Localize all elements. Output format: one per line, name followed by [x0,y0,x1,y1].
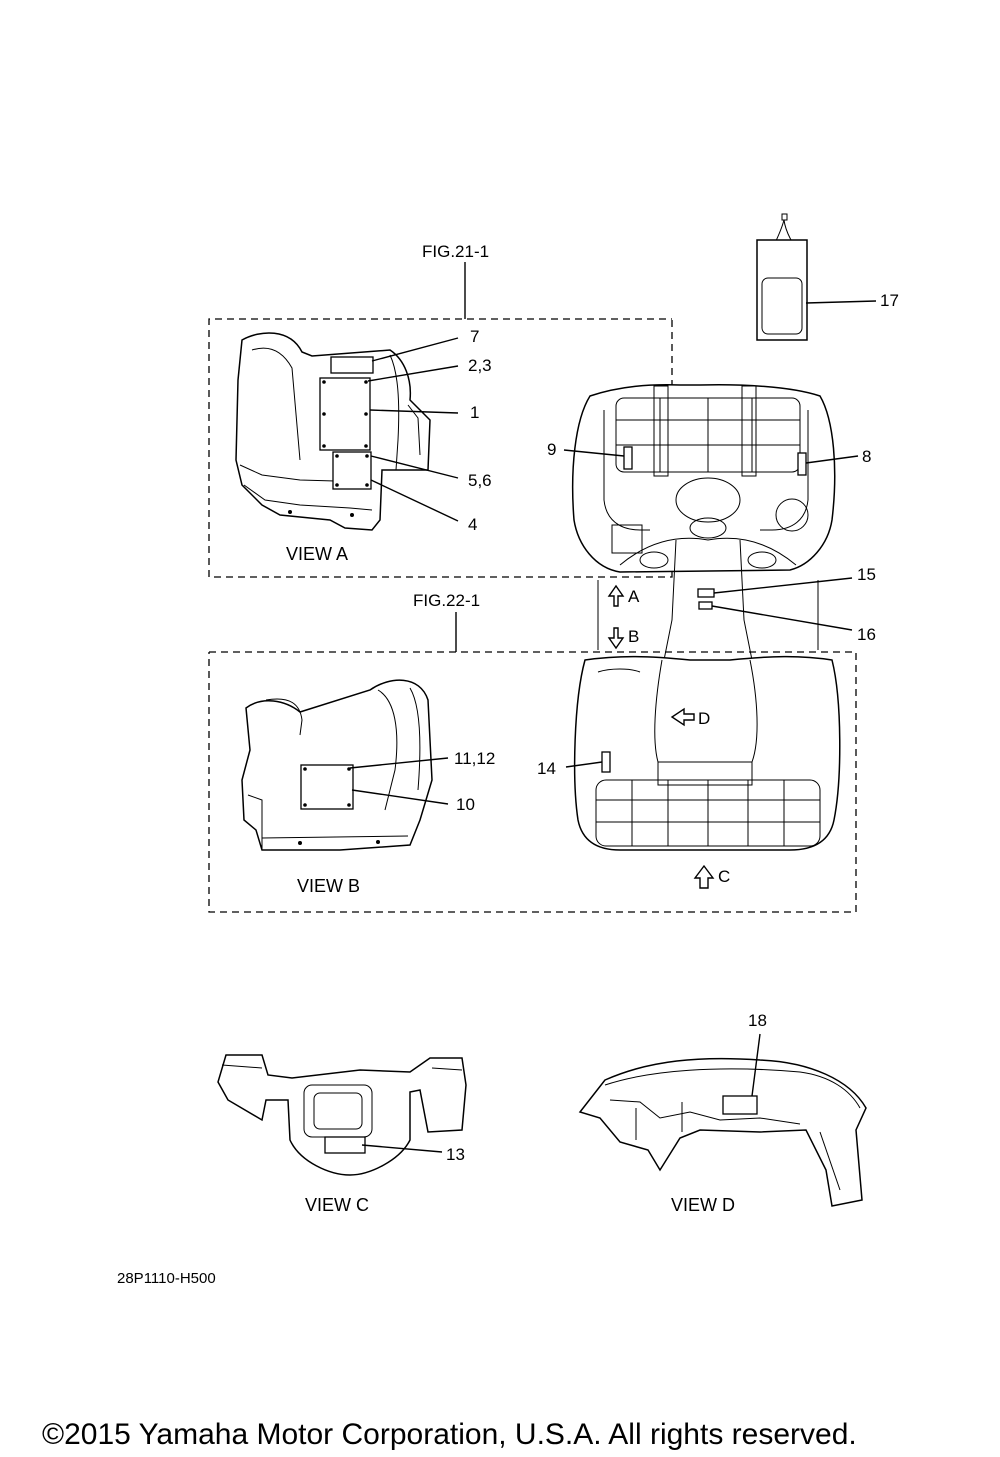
label-18[interactable] [722,1095,758,1115]
callout-8[interactable]: 8 [862,447,871,466]
view-c-cover-drawing [217,1054,467,1176]
hang-tag-drawing [756,213,808,341]
callout-2-3[interactable]: 2,3 [468,356,492,375]
view-a-fender-drawing [235,332,431,531]
view-arrow-c: C [693,864,730,889]
svg-text:D: D [698,709,710,728]
fig21-ref-label[interactable]: FIG.21-1 [422,242,489,261]
label-9[interactable] [623,446,633,470]
view-d-label: VIEW D [671,1195,735,1215]
callout-7[interactable]: 7 [470,327,479,346]
callout-17[interactable]: 17 [880,291,899,310]
callout-1[interactable]: 1 [470,403,479,422]
view-d-frame-drawing [578,1057,867,1207]
atv-top-view-drawing [571,384,841,851]
callout-10[interactable]: 10 [456,795,475,814]
callout-16[interactable]: 16 [857,625,876,644]
fig22-ref-label[interactable]: FIG.22-1 [413,591,480,610]
fig22-boundary [208,651,857,913]
svg-text:B: B [628,627,639,646]
callout-11-12[interactable]: 11,12 [454,749,495,768]
copyright-notice: ©2015 Yamaha Motor Corporation, U.S.A. A… [42,1418,857,1451]
label-10[interactable] [300,764,354,810]
callout-5-6[interactable]: 5,6 [468,471,492,490]
label-1[interactable] [319,377,371,451]
label-4[interactable] [332,451,372,490]
view-arrow-b: B [607,627,639,650]
label-13[interactable] [324,1136,366,1154]
label-14[interactable] [601,751,611,773]
view-b-label: VIEW B [297,876,360,896]
callout-14[interactable]: 14 [537,759,556,778]
callout-4[interactable]: 4 [468,515,477,534]
view-b-fender-drawing [241,679,433,851]
label-17[interactable] [756,239,808,341]
callout-9[interactable]: 9 [547,440,556,459]
view-arrow-a: A [607,584,640,607]
label-16[interactable] [698,601,713,610]
label-7[interactable] [330,356,374,374]
view-arrow-d: D [670,707,710,728]
callout-13[interactable]: 13 [446,1145,465,1164]
label-15[interactable] [697,588,715,598]
label-8[interactable] [797,452,807,476]
diagram-code: 28P1110-H500 [117,1270,216,1287]
view-a-label: VIEW A [286,544,348,564]
svg-text:A: A [628,587,640,606]
svg-text:C: C [718,867,730,886]
callout-18[interactable]: 18 [748,1011,767,1030]
view-c-label: VIEW C [305,1195,369,1215]
callout-15[interactable]: 15 [857,565,876,584]
